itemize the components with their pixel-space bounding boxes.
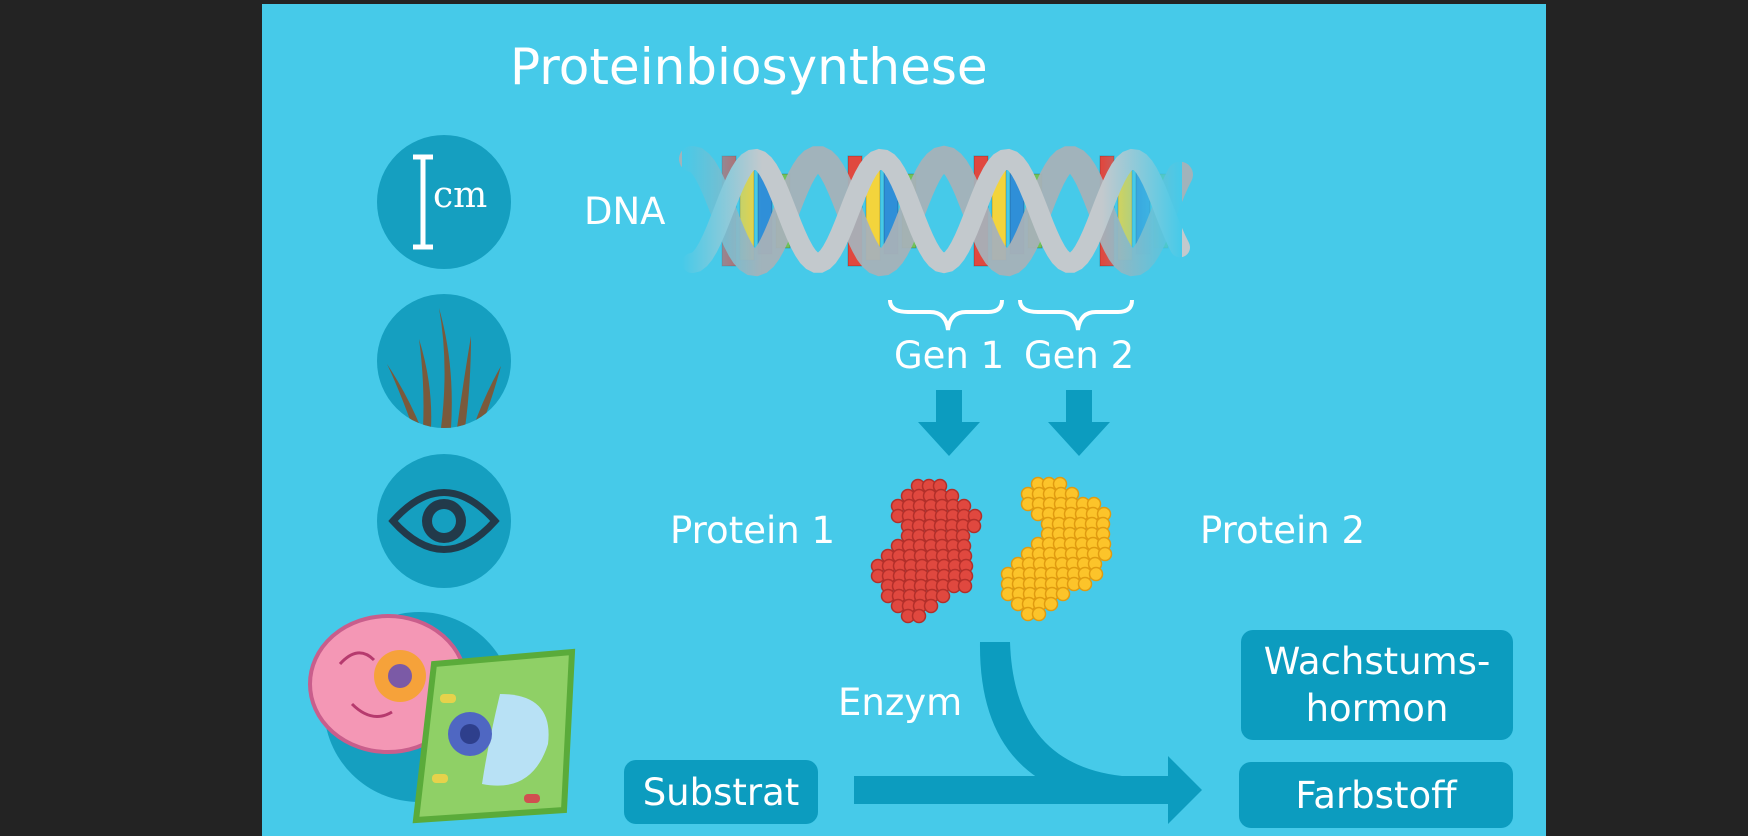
protein-bead [923,598,939,614]
product-1-box: Wachstums- hormon [1241,630,1513,740]
substrate-box: Substrat [624,760,818,824]
ruler-unit-label: cm [433,175,488,216]
protein-2-icon [1000,476,1113,622]
product-2-box: Farbstoff [1239,762,1513,828]
dna-label: DNA [584,190,666,233]
protein-bead [1097,546,1113,562]
protein-bead [1043,596,1059,612]
gene-1-arrow [918,390,980,456]
reaction-arrows [854,642,1202,824]
fur-icon [387,308,501,428]
plant-cell [412,648,576,824]
product-2-label: Farbstoff [1295,773,1457,817]
protein-bead [1077,576,1093,592]
substrate-label: Substrat [642,770,800,814]
product-1-label: Wachstums- hormon [1263,640,1491,730]
protein-1-icon [870,478,983,624]
proteins [870,476,1113,624]
fur-icon-circle [377,294,511,428]
gene-2-brace [1018,299,1134,331]
gene-2-label: Gen 2 [1024,334,1135,377]
gene-1-label: Gen 1 [894,334,1005,377]
eye-icon-circle [377,454,511,588]
protein-bead [911,608,927,624]
page-title: Proteinbiosynthese [510,38,988,96]
enzyme-label: Enzym [838,681,963,724]
protein-bead [966,518,982,534]
eye-icon [388,489,500,553]
protein-1-label: Protein 1 [670,509,836,552]
slide: Proteinbiosynthese cm [262,4,1546,836]
cells-icon [308,614,576,824]
protein-2-label: Protein 2 [1200,509,1366,552]
protein-bead [957,578,973,594]
protein-bead [1055,586,1071,602]
ruler-icon-circle: cm [377,135,511,269]
gene-2-arrow [1048,390,1110,456]
protein-bead [935,588,951,604]
protein-bead [1088,566,1104,582]
dna-helix [679,134,1193,284]
ruler-icon [413,154,433,250]
gene-braces [888,299,1134,456]
protein-bead [1031,606,1047,622]
substrate-arrow [854,756,1202,824]
gene-1-brace [888,299,1004,331]
